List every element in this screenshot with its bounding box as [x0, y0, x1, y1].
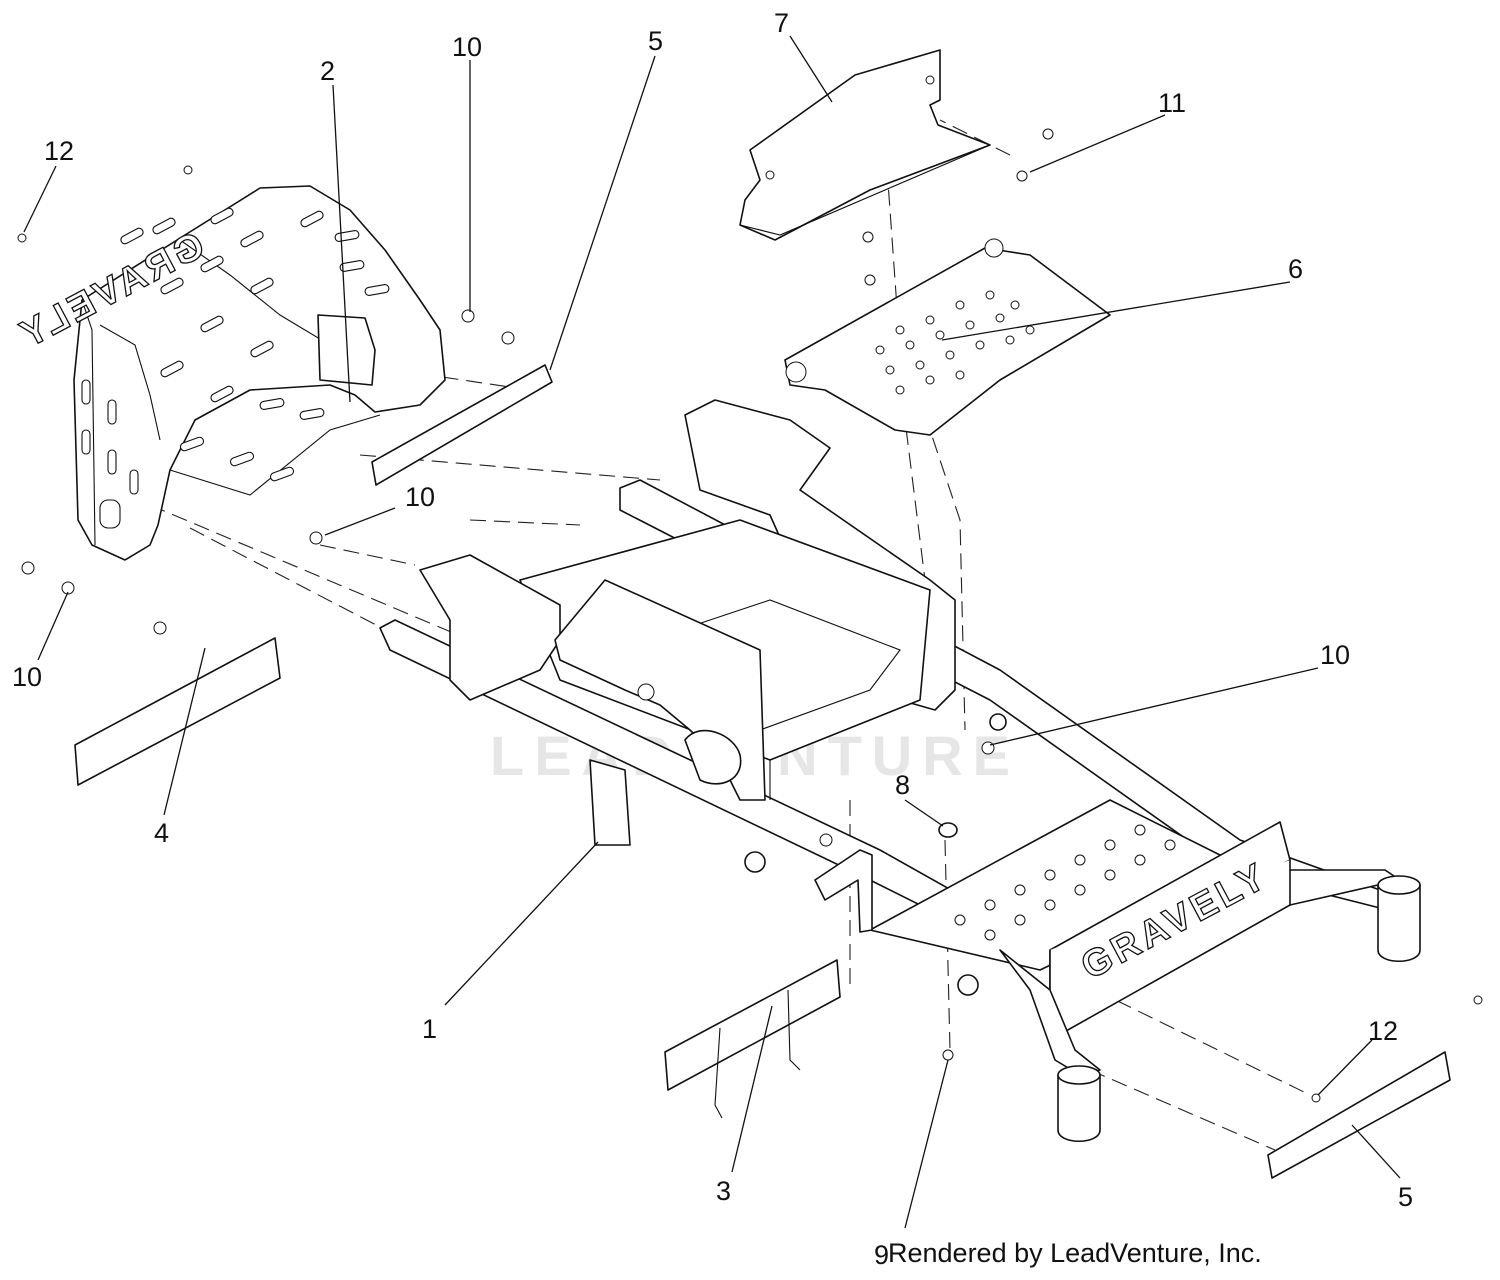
callout-10-left: 10 — [12, 662, 42, 692]
callout-10-top: 10 — [452, 32, 482, 62]
strip-part-5-upper — [371, 364, 553, 486]
hardware-fasteners — [17, 128, 1483, 1103]
foot-plate-part-6 — [784, 238, 1111, 436]
callout-7: 7 — [774, 8, 789, 38]
leader-lines — [23, 35, 1401, 1229]
callout-3: 3 — [716, 1176, 731, 1206]
callout-12-left: 12 — [44, 136, 74, 166]
callout-labels: 2 10 5 12 7 11 6 10 10 4 10 8 1 3 12 5 9 — [12, 8, 1413, 1270]
foot-plate-holes — [875, 290, 1035, 395]
seat-pan-part-2: GRAVELY — [10, 185, 446, 561]
callout-6: 6 — [1288, 254, 1303, 284]
callout-10-right: 10 — [1320, 640, 1350, 670]
callout-8: 8 — [895, 770, 910, 800]
render-credit: Rendered by LeadVenture, Inc. — [888, 1238, 1262, 1268]
callout-10-mid: 10 — [405, 482, 435, 512]
strip-part-4 — [74, 637, 281, 786]
callout-5-bottom: 5 — [1398, 1182, 1413, 1212]
callout-4: 4 — [154, 818, 169, 848]
callout-5-top: 5 — [648, 26, 663, 56]
callout-9: 9 — [874, 1240, 889, 1270]
strip-part-5-lower — [1267, 1051, 1451, 1179]
main-frame-part-1: GRAVELY — [379, 399, 1421, 1142]
callout-2: 2 — [320, 56, 335, 86]
callout-12-right: 12 — [1368, 1016, 1398, 1046]
callout-1: 1 — [422, 1014, 437, 1044]
callout-11: 11 — [1158, 88, 1186, 118]
bracket-part-7 — [739, 49, 991, 241]
foot-deck-holes — [954, 824, 1176, 941]
bracket-part-3 — [664, 959, 841, 1119]
